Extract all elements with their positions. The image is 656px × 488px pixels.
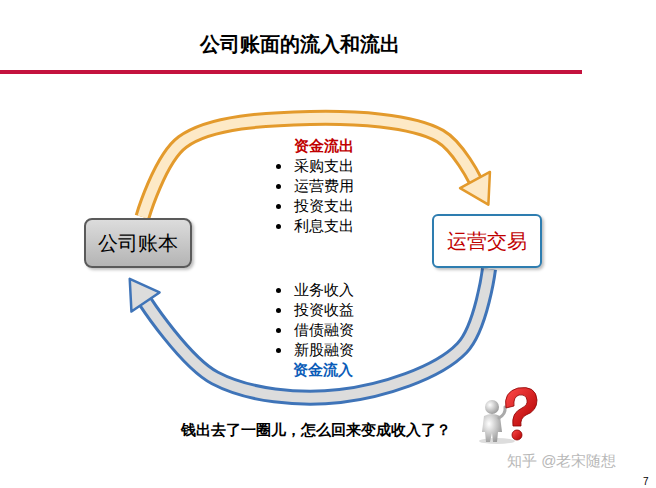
- bullet-dot: [276, 164, 281, 169]
- arrow-head: [460, 172, 490, 205]
- slide-title: 公司账面的流入和流出: [0, 34, 600, 54]
- outflow-item: 运营费用: [294, 176, 354, 196]
- bullet-dot: [276, 288, 281, 293]
- bullet-dot: [276, 348, 281, 353]
- title-rule: [0, 70, 582, 74]
- flow-arrow: [130, 269, 489, 398]
- bullet-dot: [276, 204, 281, 209]
- bullet-dot: [276, 328, 281, 333]
- flow-arrow: [143, 118, 490, 217]
- question-note: 钱出去了一圈儿，怎么回来变成收入了？: [181, 420, 451, 440]
- inflow-item: 新股融资: [294, 340, 354, 360]
- inflow-heading: 资金流入: [293, 360, 353, 380]
- bullet-dot: [276, 224, 281, 229]
- bullet-dot: [276, 184, 281, 189]
- watermark: 知乎 @老宋随想: [507, 451, 616, 471]
- outflow-heading: 资金流出: [294, 136, 354, 156]
- arrow-head: [130, 279, 160, 312]
- outflow-item: 采购支出: [294, 156, 354, 176]
- arrow-band: [146, 269, 490, 398]
- operation-box: 运营交易: [432, 214, 542, 268]
- inflow-item: 业务收入: [294, 280, 354, 300]
- page-number: 7: [643, 472, 649, 488]
- question-mark-symbol: [506, 388, 538, 441]
- arrow-band-fill: [146, 269, 490, 398]
- outflow-item: 投资支出: [294, 196, 354, 216]
- inflow-item: 借债融资: [294, 320, 354, 340]
- ledger-box: 公司账本: [84, 218, 192, 268]
- bullet-dot: [276, 308, 281, 313]
- node-label: 运营交易: [447, 228, 527, 255]
- arrow-band-fill: [143, 118, 476, 217]
- inflow-item: 投资收益: [294, 300, 354, 320]
- node-label: 公司账本: [98, 230, 178, 257]
- outflow-item: 利息支出: [294, 216, 354, 236]
- arrow-band: [143, 118, 476, 217]
